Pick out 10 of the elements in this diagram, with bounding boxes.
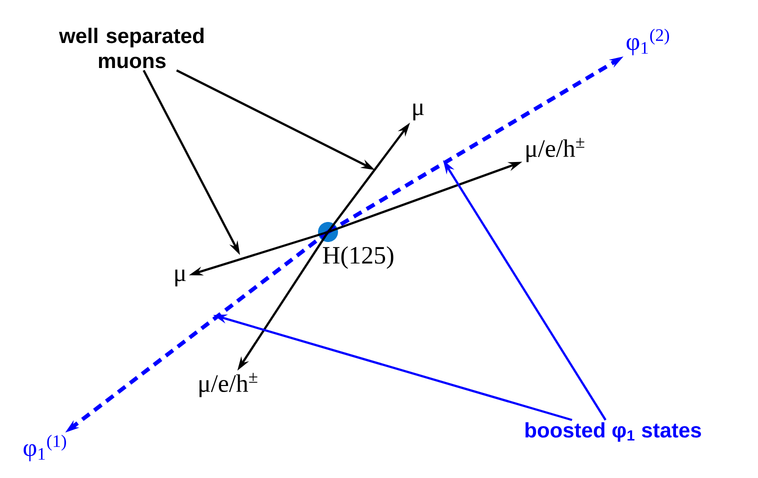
particle-label: φ$_{1}$(2)	[626, 28, 670, 56]
vertex-dot	[318, 222, 338, 242]
particle-label: μ/e/h$^{±}$	[200, 372, 258, 398]
annotation-text: well separated muons	[59, 28, 204, 68]
particle-label: μ	[175, 270, 186, 286]
particle-label: φ$_{1}$(1)	[24, 434, 66, 462]
annotation-text: boosted φ$_{1}$ states	[526, 422, 701, 442]
particle-label: μ	[413, 104, 424, 120]
particle-label: μ/e/h$^{±}$	[526, 138, 584, 162]
vertex-label: H(125)	[322, 246, 394, 269]
